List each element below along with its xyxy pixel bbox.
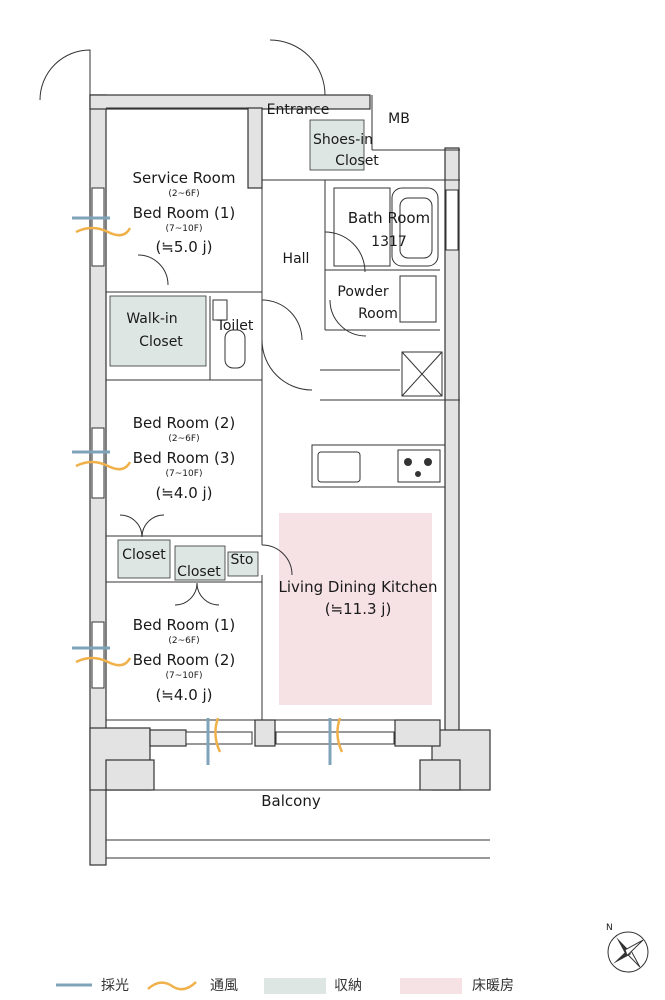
toilet-label: Toilet xyxy=(216,318,254,334)
svg-text:Room: Room xyxy=(358,306,398,322)
closet-right-label: Closet xyxy=(177,564,221,580)
floor-heating-zone xyxy=(279,513,432,705)
balcony-label: Balcony xyxy=(261,792,321,810)
svg-text:(2~6F): (2~6F) xyxy=(168,636,199,646)
storage-areas xyxy=(109,119,365,581)
svg-text:1317: 1317 xyxy=(371,234,407,250)
powder-room-label: Powder xyxy=(337,284,388,300)
windows xyxy=(91,187,459,745)
stove-icon xyxy=(397,449,441,483)
svg-text:Bed Room (1): Bed Room (1) xyxy=(133,204,236,222)
entrance-label: Entrance xyxy=(267,102,330,118)
shoes-in-closet-label: Shoes-in xyxy=(313,132,373,148)
daylight-indicators xyxy=(72,216,332,765)
door-swings xyxy=(39,39,367,606)
svg-text:(7~10F): (7~10F) xyxy=(166,224,203,234)
ldk-label: Living Dining Kitchen xyxy=(279,578,438,596)
service-room-label: Service Room xyxy=(133,169,236,187)
svg-text:(7~10F): (7~10F) xyxy=(166,469,203,479)
bath-room-label: Bath Room xyxy=(348,209,430,227)
storage-swatch-icon xyxy=(264,978,326,994)
legend-floor-heating-label: 床暖房 xyxy=(472,978,514,994)
svg-text:(≒5.0 j): (≒5.0 j) xyxy=(155,238,212,256)
svg-text:(≒4.0 j): (≒4.0 j) xyxy=(155,484,212,502)
svg-text:Closet: Closet xyxy=(335,153,379,169)
svg-text:Bed Room (2): Bed Room (2) xyxy=(133,651,236,669)
sink xyxy=(317,451,361,483)
toilet-fixture xyxy=(224,329,246,369)
svg-text:(≒4.0 j): (≒4.0 j) xyxy=(155,686,212,704)
svg-text:(7~10F): (7~10F) xyxy=(166,671,203,681)
svg-text:(≒11.3 j): (≒11.3 j) xyxy=(325,600,392,618)
bathtub xyxy=(391,187,439,267)
kitchen-counter xyxy=(311,444,446,488)
mb-label: MB xyxy=(388,111,410,127)
compass-rose-icon: N xyxy=(606,923,649,973)
hall-label: Hall xyxy=(283,251,310,267)
walk-in-closet-label: Walk-in xyxy=(126,311,177,327)
legend-ventilation-label: 通風 xyxy=(210,978,238,994)
legend-daylight-label: 採光 xyxy=(101,978,129,994)
svg-text:Closet: Closet xyxy=(139,334,183,350)
floor-heating-swatch-icon xyxy=(400,978,462,994)
washbasin xyxy=(399,275,437,323)
svg-text:(2~6F): (2~6F) xyxy=(168,189,199,199)
room-labels: Service Room (2~6F) Bed Room (1) (7~10F)… xyxy=(122,102,437,810)
legend-storage-label: 収納 xyxy=(334,978,362,994)
bed-room-bottom-label: Bed Room (1) xyxy=(133,616,236,634)
ventilation-indicators xyxy=(75,226,344,753)
partitions xyxy=(106,95,490,859)
legend: 採光 通風 収納 床暖房 xyxy=(56,978,514,994)
bed-room-mid-label: Bed Room (2) xyxy=(133,414,236,432)
sto-label: Sto xyxy=(231,552,254,568)
svg-text:(2~6F): (2~6F) xyxy=(168,434,199,444)
compass-north-label: N xyxy=(606,923,613,933)
ventilation-wave-icon xyxy=(147,981,197,991)
svg-text:Bed Room (3): Bed Room (3) xyxy=(133,449,236,467)
closet-left-label: Closet xyxy=(122,547,166,563)
